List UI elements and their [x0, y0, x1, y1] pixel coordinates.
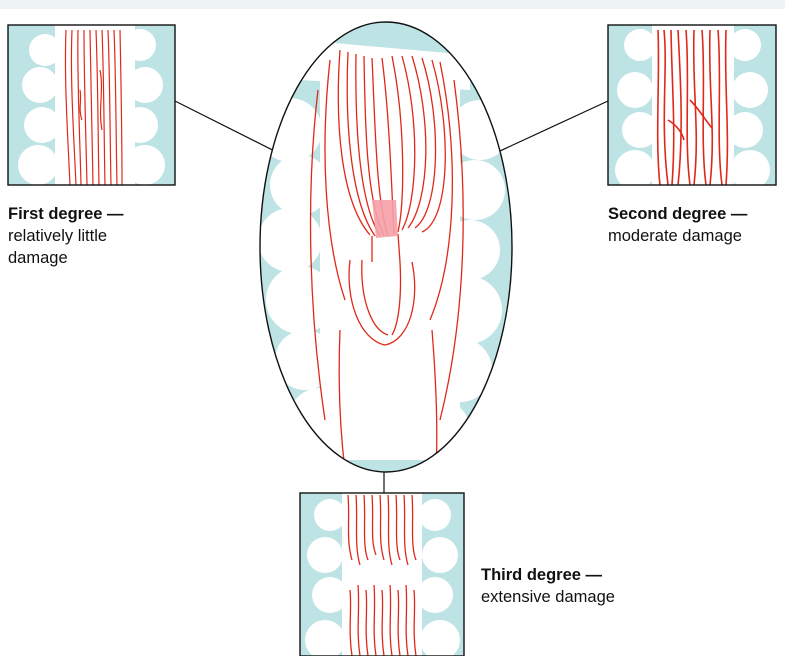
third-degree-title: Third degree —	[481, 564, 681, 586]
leg-ellipse	[258, 22, 512, 472]
first-degree-desc-line1: relatively little	[8, 225, 168, 247]
second-degree-panel	[608, 25, 776, 190]
second-degree-label: Second degree — moderate damage	[608, 203, 785, 247]
first-degree-panel	[8, 25, 175, 185]
first-degree-title: First degree —	[8, 203, 168, 225]
third-degree-panel	[300, 493, 464, 656]
first-degree-label: First degree — relatively little damage	[8, 203, 168, 269]
third-degree-label: Third degree — extensive damage	[481, 564, 681, 608]
second-degree-desc: moderate damage	[608, 225, 785, 247]
third-degree-desc: extensive damage	[481, 586, 681, 608]
first-degree-desc-line2: damage	[8, 247, 168, 269]
injury-highlight	[372, 200, 398, 238]
second-degree-title: Second degree —	[608, 203, 785, 225]
